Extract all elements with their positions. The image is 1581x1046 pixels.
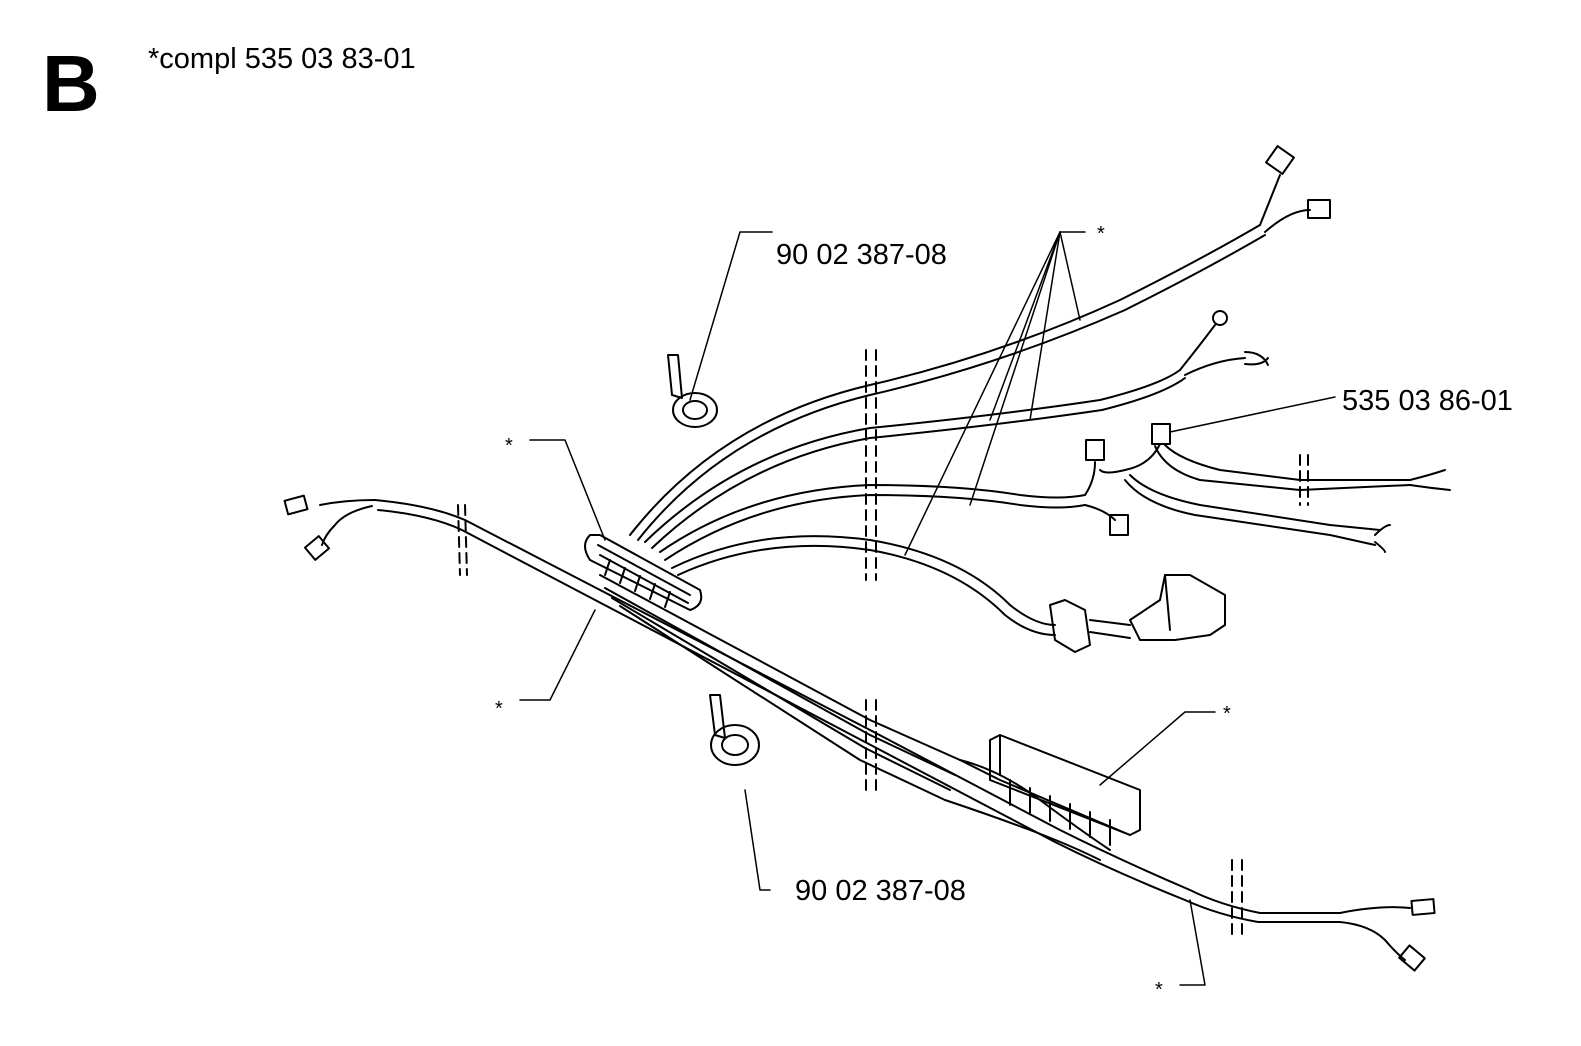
cable-clamp-top (667, 354, 718, 428)
upper-cables (629, 145, 1331, 653)
lower-connector-block (959, 734, 1141, 846)
callout-connector-right: 535 03 86-01 (1342, 385, 1513, 417)
right-connector-wires (1099, 423, 1451, 553)
callout-star-top: * (1097, 223, 1105, 245)
cable-clamp-bottom (709, 694, 760, 766)
callout-clamp-bottom: 90 02 387-08 (795, 875, 966, 907)
main-cable (283, 494, 1436, 972)
cable-bundle (599, 574, 1111, 861)
callout-star-left-lower: * (495, 698, 503, 720)
callout-star-bottom: * (1155, 979, 1163, 1001)
break-marks (457, 349, 1309, 941)
leader-lines (519, 231, 1336, 986)
grommet (584, 534, 703, 611)
section-letter: B (42, 39, 100, 128)
assembly-note: *compl 535 03 83-01 (148, 43, 416, 75)
callout-clamp-top: 90 02 387-08 (776, 239, 947, 271)
callout-star-right-mid: * (1223, 703, 1231, 725)
callout-star-left-upper: * (505, 435, 513, 457)
